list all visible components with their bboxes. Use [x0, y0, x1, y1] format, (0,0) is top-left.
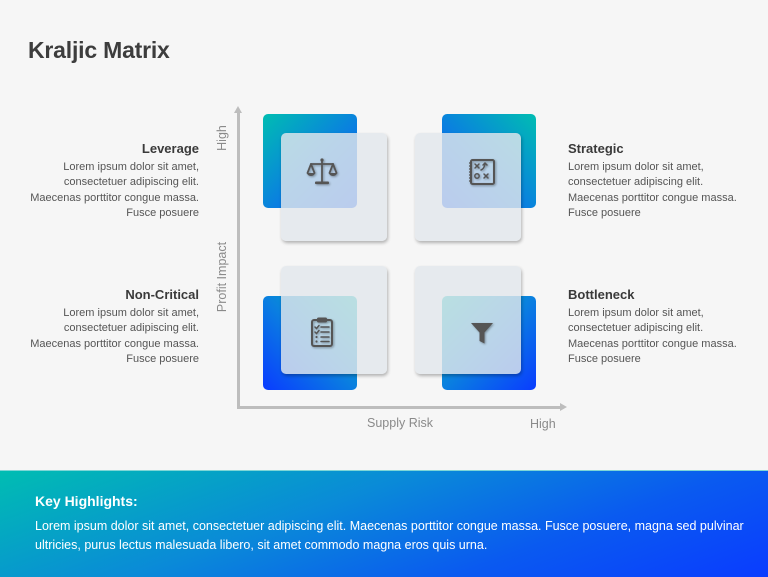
clipboard-checklist-icon — [304, 314, 340, 350]
x-axis-line — [237, 406, 561, 409]
quadrant-text: Lorem ipsum dolor sit amet, consectetuer… — [568, 306, 737, 366]
y-axis-label: Profit Impact — [215, 241, 229, 313]
quadrant-text: Lorem ipsum dolor sit amet, consectetuer… — [30, 306, 199, 366]
quadrant-heading: Bottleneck — [568, 287, 635, 302]
strategic-card — [415, 133, 521, 241]
leverage-card — [281, 133, 387, 241]
x-axis-high-label: High — [530, 417, 556, 431]
quadrant-desc-non-critical: Non-Critical Lorem ipsum dolor sit amet,… — [19, 287, 199, 368]
y-axis-arrow-icon — [234, 106, 242, 113]
quadrant-desc-bottleneck: Bottleneck Lorem ipsum dolor sit amet, c… — [568, 287, 748, 368]
key-highlights-text: Lorem ipsum dolor sit amet, consectetuer… — [35, 519, 744, 552]
funnel-icon — [464, 314, 500, 350]
y-axis-line — [237, 112, 240, 409]
quadrant-desc-strategic: Strategic Lorem ipsum dolor sit amet, co… — [568, 141, 748, 222]
non-critical-card — [281, 266, 387, 374]
quadrant-text: Lorem ipsum dolor sit amet, consectetuer… — [30, 160, 199, 220]
x-axis-label: Supply Risk — [367, 416, 433, 430]
page-title: Kraljic Matrix — [28, 37, 170, 63]
quadrant-heading: Leverage — [141, 141, 199, 156]
strategy-board-icon — [464, 154, 500, 190]
scales-icon — [304, 154, 340, 190]
bottleneck-card — [415, 266, 521, 374]
y-axis-high-label: High — [215, 125, 229, 151]
quadrant-heading: Non-Critical — [125, 287, 199, 302]
key-highlights-banner: Key Highlights: Lorem ipsum dolor sit am… — [0, 470, 768, 577]
x-axis-arrow-icon — [560, 403, 567, 411]
key-highlights-heading: Key Highlights: — [35, 493, 138, 509]
quadrant-text: Lorem ipsum dolor sit amet, consectetuer… — [568, 160, 737, 220]
quadrant-desc-leverage: Leverage Lorem ipsum dolor sit amet, con… — [19, 141, 199, 222]
quadrant-heading: Strategic — [568, 141, 624, 156]
